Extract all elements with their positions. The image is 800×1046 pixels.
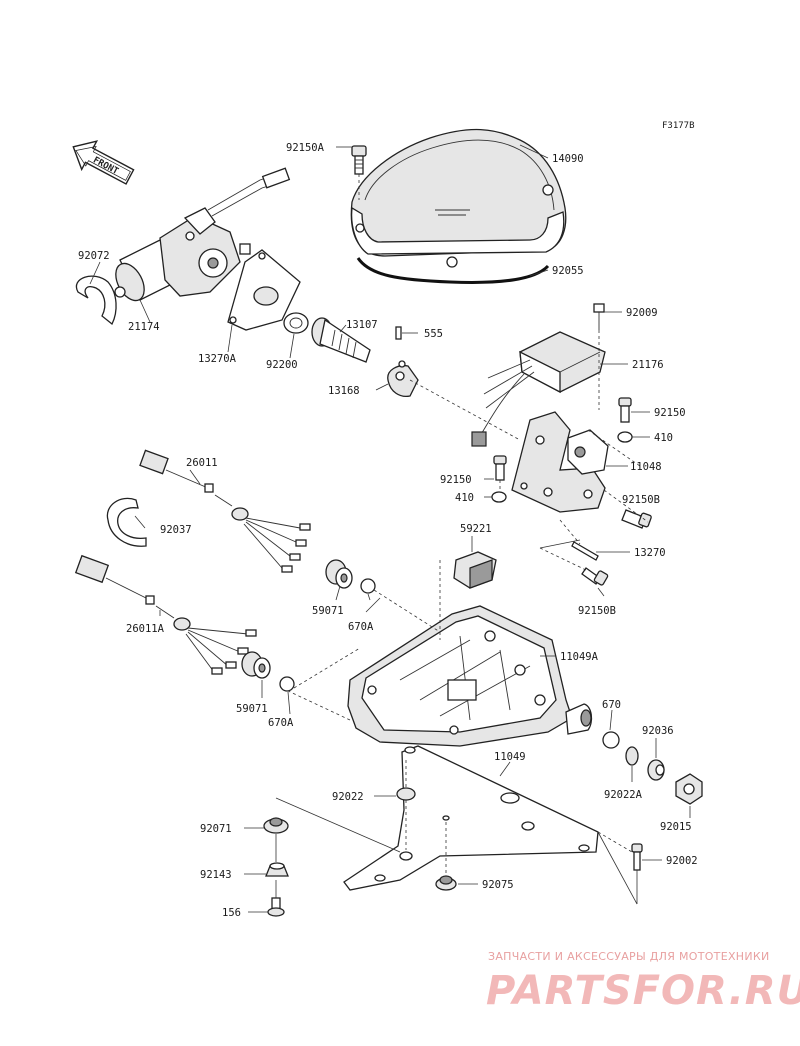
- callout-92150A: 92150A: [286, 142, 325, 154]
- callout-13270: 13270: [634, 547, 666, 559]
- callout-labels: 92150A 14090 92055 92072 21174 13270A 92…: [78, 142, 698, 919]
- callout-59221: 59221: [460, 523, 492, 535]
- part-59071-grommet-a: [325, 559, 353, 589]
- callout-13270A: 13270A: [198, 353, 237, 365]
- callout-59071-lower: 59071: [236, 703, 268, 715]
- part-92150A-bolt: [351, 145, 367, 175]
- callout-92150-left: 92150: [440, 474, 472, 486]
- part-26011A-harness: [74, 554, 257, 675]
- callout-670: 670: [602, 699, 621, 711]
- part-13270A-plate: [227, 249, 301, 331]
- callout-92150B-upper: 92150B: [622, 494, 660, 506]
- part-92002-bolt: [631, 843, 643, 871]
- callout-670A-lower: 670A: [268, 717, 294, 729]
- watermark-tagline: ЗАПЧАСТИ И АКСЕССУАРЫ ДЛЯ МОТОТЕХНИКИ: [488, 950, 770, 963]
- part-92036-spacer: [647, 759, 665, 781]
- part-410-washer-right: [617, 431, 633, 443]
- part-670-oring: [602, 731, 620, 749]
- part-11049A-housing: [347, 605, 593, 747]
- callout-92002: 92002: [666, 855, 698, 867]
- callout-670A-upper: 670A: [348, 621, 374, 633]
- figure-code: F3177B: [662, 121, 695, 131]
- part-59221-connector: [453, 551, 497, 589]
- callout-11049A: 11049A: [560, 651, 599, 663]
- part-21176-control-box: [471, 303, 606, 447]
- part-92200-washer: [283, 312, 309, 334]
- part-11049-bracket-plate: [343, 745, 599, 891]
- callout-92037: 92037: [160, 524, 192, 536]
- callout-410-right: 410: [654, 432, 673, 444]
- callout-26011A: 26011A: [126, 623, 165, 635]
- part-670A-oring-a: [360, 578, 376, 594]
- part-26011-harness: [139, 449, 311, 573]
- callout-11049: 11049: [494, 751, 526, 763]
- part-92015-nut: [675, 773, 703, 805]
- part-92075-damper: [435, 875, 457, 891]
- callout-555: 555: [424, 328, 443, 340]
- callout-92200: 92200: [266, 359, 298, 371]
- part-21174-motor: [114, 167, 291, 302]
- part-92022-washer: [396, 787, 416, 801]
- watermark-logo: PARTSFOR.RU: [486, 968, 800, 1014]
- callout-92009: 92009: [626, 307, 658, 319]
- callout-14090: 14090: [552, 153, 584, 165]
- callout-92150B-lower: 92150B: [578, 605, 616, 617]
- callout-92075: 92075: [482, 879, 514, 891]
- part-92072-strap: [75, 275, 117, 326]
- part-92071-grommet: [263, 817, 289, 834]
- callout-21176: 21176: [632, 359, 664, 371]
- part-92150-bolt-right: [618, 397, 632, 423]
- callout-92071: 92071: [200, 823, 232, 835]
- callout-26011: 26011: [186, 457, 218, 469]
- callout-11048: 11048: [630, 461, 662, 473]
- callout-92072: 92072: [78, 250, 110, 262]
- callout-410-left: 410: [455, 492, 474, 504]
- callout-13107: 13107: [346, 319, 378, 331]
- callout-92143: 92143: [200, 869, 232, 881]
- part-59071-grommet-b: [241, 651, 271, 679]
- part-555-pin: [395, 326, 402, 340]
- part-13168-lever: [387, 360, 419, 398]
- part-92143-collar: [265, 862, 289, 877]
- part-13270-pin: [571, 541, 599, 561]
- part-92150B-bolt-a: [621, 509, 652, 529]
- front-arrow-icon: FRONT: [72, 140, 135, 185]
- callout-59071-upper: 59071: [312, 605, 344, 617]
- callout-21174: 21174: [128, 321, 160, 333]
- callout-92015: 92015: [660, 821, 692, 833]
- part-13107-shaft: [311, 317, 371, 363]
- callout-92150: 92150: [654, 407, 686, 419]
- leader-lines: [89, 144, 691, 913]
- part-14090-cover: [350, 128, 567, 268]
- part-92150-bolt-left: [493, 455, 507, 481]
- callout-92055: 92055: [552, 265, 584, 277]
- callout-13168: 13168: [328, 385, 360, 397]
- part-92150B-bolt-b: [581, 567, 609, 586]
- callout-92036: 92036: [642, 725, 674, 737]
- part-92037-strap: [106, 497, 147, 547]
- part-410-washer-left: [491, 491, 507, 503]
- watermark: ЗАПЧАСТИ И АКСЕССУАРЫ ДЛЯ МОТОТЕХНИКИ PA…: [486, 950, 800, 1014]
- callout-92022A: 92022A: [604, 789, 643, 801]
- part-92022A-washer: [625, 746, 639, 766]
- callout-156: 156: [222, 907, 241, 919]
- part-156-bolt: [267, 897, 285, 917]
- part-670A-oring-b: [279, 676, 295, 692]
- callout-92022: 92022: [332, 791, 364, 803]
- part-11048-bracket: [511, 411, 609, 513]
